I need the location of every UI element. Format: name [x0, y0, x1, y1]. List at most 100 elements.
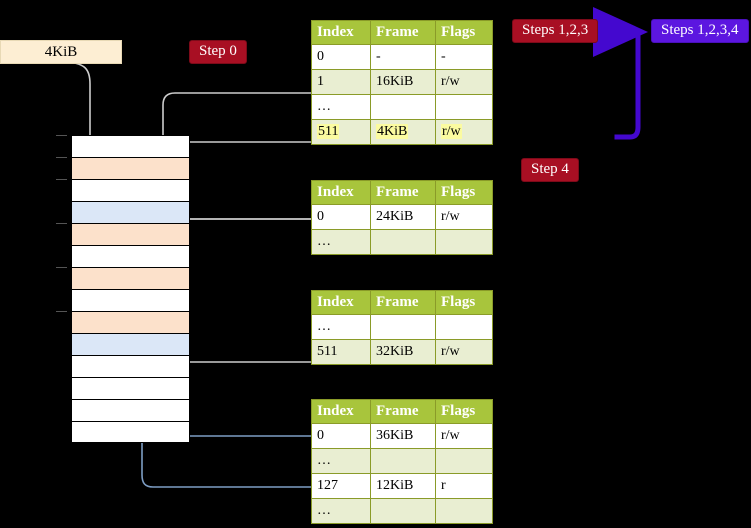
- table-cell: r/w: [435, 204, 493, 230]
- highlighted-value: r/w: [441, 124, 462, 139]
- table-cell: [435, 448, 493, 474]
- table-cell: 0: [311, 44, 371, 70]
- memory-frame-row: [71, 223, 190, 245]
- table-cell: 16KiB: [370, 69, 436, 95]
- table-cell: 24KiB: [370, 204, 436, 230]
- memory-frame-row: [71, 399, 190, 421]
- memory-size-label: 4KiB: [0, 40, 122, 64]
- table-row[interactable]: …: [311, 314, 493, 340]
- badge-steps-1234: Steps 1,2,3,4: [651, 19, 749, 43]
- wire-steps-1234-arrow: [593, 7, 648, 140]
- memory-frame-row: [71, 421, 190, 443]
- column-header-index: Index: [311, 399, 371, 424]
- table-cell: r/w: [435, 423, 493, 449]
- highlighted-value: 511: [317, 124, 340, 139]
- wire-l2-entry0: [173, 218, 311, 269]
- table-cell: [435, 94, 493, 120]
- table-row[interactable]: 511 4KiB r/w: [311, 119, 493, 145]
- badge-step-4: Step 4: [521, 158, 579, 182]
- memory-tick-mark: [56, 157, 67, 158]
- column-header-flags: Flags: [435, 290, 493, 315]
- memory-frame-row: [71, 289, 190, 311]
- table-row[interactable]: …: [311, 94, 493, 120]
- memory-frame-row: [71, 333, 190, 355]
- memory-frame-row: [71, 377, 190, 399]
- table-cell: …: [311, 448, 371, 474]
- table-cell: 4KiB: [370, 119, 436, 145]
- badge-steps-1234-label: Steps 1,2,3,4: [661, 22, 739, 38]
- table-cell: -: [435, 44, 493, 70]
- memory-tick-mark: [56, 135, 67, 136]
- memory-frame-row: [71, 157, 190, 179]
- table-cell: 511: [311, 339, 371, 365]
- wire-mem-to-l3: [164, 305, 311, 363]
- column-header-frame: Frame: [370, 20, 436, 45]
- memory-frame-row: [71, 311, 190, 333]
- column-header-flags: Flags: [435, 399, 493, 424]
- table-cell: r: [435, 473, 493, 499]
- table-cell: …: [311, 498, 371, 524]
- table-cell: [435, 229, 493, 255]
- table-cell: r/w: [435, 339, 493, 365]
- column-header-frame: Frame: [370, 290, 436, 315]
- table-row[interactable]: …: [311, 498, 493, 524]
- table-cell: 36KiB: [370, 423, 436, 449]
- table-cell: 32KiB: [370, 339, 436, 365]
- table-cell: 1: [311, 69, 371, 95]
- table-cell: 0: [311, 423, 371, 449]
- table-cell: 511: [311, 119, 371, 145]
- table-cell: …: [311, 229, 371, 255]
- column-header-index: Index: [311, 20, 371, 45]
- wire-l4-entry127: [129, 205, 311, 488]
- table-cell: [435, 314, 493, 340]
- table-cell: …: [311, 314, 371, 340]
- table-cell: r/w: [435, 69, 493, 95]
- column-header-frame: Frame: [370, 180, 436, 205]
- memory-frame-row: [71, 245, 190, 267]
- memory-frame-row: [71, 267, 190, 289]
- badge-steps-123-label: Steps 1,2,3: [522, 22, 589, 38]
- badge-step-0: Step 0: [189, 40, 247, 64]
- column-header-flags: Flags: [435, 20, 493, 45]
- table-cell: [370, 94, 436, 120]
- memory-tick-mark: [56, 179, 67, 180]
- memory-size-text: 4KiB: [44, 44, 78, 60]
- table-cell: 127: [311, 473, 371, 499]
- badge-step-0-label: Step 0: [199, 43, 237, 59]
- badge-step-4-label: Step 4: [531, 161, 569, 177]
- memory-tick-mark: [56, 267, 67, 268]
- memory-tick-mark: [56, 311, 67, 312]
- highlighted-value: 4KiB: [376, 124, 409, 139]
- column-header-flags: Flags: [435, 180, 493, 205]
- column-header-index: Index: [311, 290, 371, 315]
- table-cell: [370, 314, 436, 340]
- memory-frame-row: [71, 355, 190, 377]
- badge-steps-123: Steps 1,2,3: [512, 19, 599, 43]
- table-cell: [370, 229, 436, 255]
- table-row[interactable]: 0--: [311, 44, 493, 70]
- memory-tick-mark: [56, 223, 67, 224]
- table-row[interactable]: …: [311, 229, 493, 255]
- table-cell: 12KiB: [370, 473, 436, 499]
- table-cell: …: [311, 94, 371, 120]
- memory-frame-row: [71, 135, 190, 157]
- memory-frame-row: [71, 179, 190, 201]
- table-cell: r/w: [435, 119, 493, 145]
- memory-frame-row: [71, 201, 190, 223]
- wire-l1-entry1: [161, 92, 311, 225]
- table-cell: [435, 498, 493, 524]
- table-cell: [370, 498, 436, 524]
- column-header-frame: Frame: [370, 399, 436, 424]
- table-row[interactable]: …: [311, 448, 493, 474]
- table-cell: 0: [311, 204, 371, 230]
